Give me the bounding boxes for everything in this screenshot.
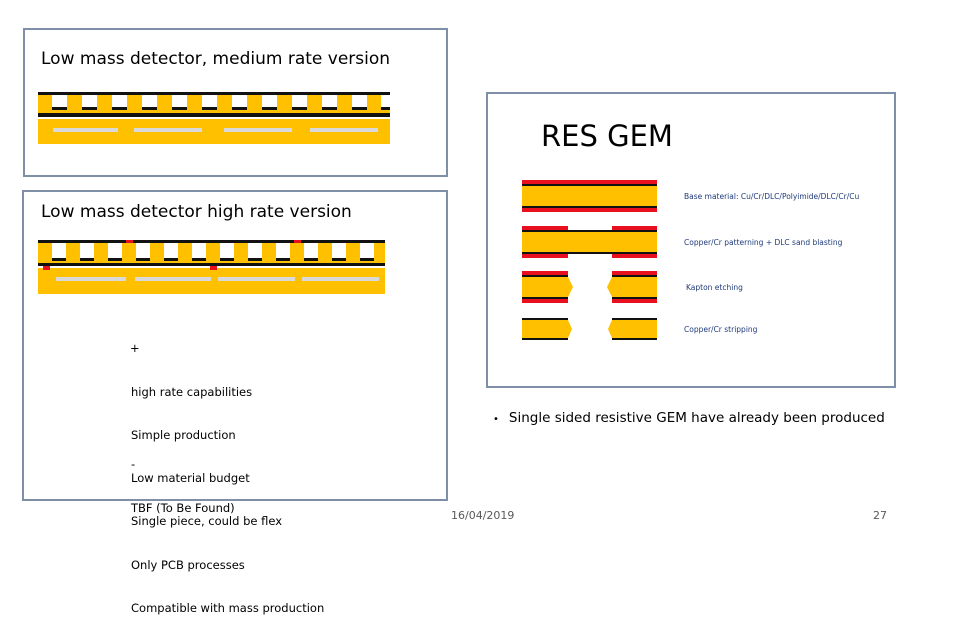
page-number: 27 — [873, 509, 887, 522]
pros-item: Low material budget — [131, 471, 250, 486]
slide-date: 16/04/2019 — [451, 509, 515, 522]
res-gem-title: RES GEM — [541, 119, 673, 153]
cons-list: TBF (To Be Found) — [131, 472, 235, 530]
pros-item: high rate capabilities — [131, 384, 253, 399]
top-resistive-layer — [38, 240, 385, 243]
top-resistive-layer — [38, 92, 390, 95]
pros-plus-sign: + — [130, 341, 140, 355]
high-rate-detector-cross-section — [38, 240, 385, 294]
step-label-3: Kapton etching — [686, 283, 743, 292]
high-rate-title: Low mass detector high rate version — [41, 202, 352, 222]
pros-item: Compatible with mass production — [131, 600, 325, 615]
high-rate-detector-layers — [38, 240, 385, 294]
mid-resistive-layer — [38, 113, 390, 117]
bullet-icon: • — [493, 414, 499, 425]
step-label-1: Base material: Cu/Cr/DLC/Polyimide/DLC/C… — [684, 192, 860, 201]
step-label-2: Copper/Cr patterning + DLC sand blasting — [684, 238, 843, 247]
res-gem-process-diagram — [522, 180, 657, 340]
step-label-4: Copper/Cr stripping — [684, 325, 758, 334]
bullet-point: • Single sided resistive GEM have already… — [493, 410, 885, 426]
separator-line — [38, 117, 390, 119]
pillar-gaps — [52, 95, 390, 110]
step-2-patterning — [522, 226, 657, 258]
medium-rate-detector-layers — [38, 92, 390, 144]
cons-minus-sign: - — [131, 457, 136, 471]
step-3-kapton-etching — [522, 271, 657, 303]
medium-rate-title: Low mass detector, medium rate version — [41, 49, 391, 69]
pros-item: Simple production — [131, 428, 236, 443]
cons-item: TBF (To Be Found) — [131, 500, 235, 515]
step-1-base-material — [522, 180, 657, 212]
pros-item: Only PCB processes — [131, 557, 245, 572]
medium-rate-detector-cross-section — [38, 92, 390, 144]
pillar-gaps — [52, 243, 374, 261]
bullet-text: Single sided resistive GEM have already … — [508, 410, 885, 426]
readout-strips — [56, 277, 379, 281]
step-4-copper-stripping — [522, 318, 657, 340]
readout-strips — [53, 128, 378, 132]
resistive-red-marks — [43, 240, 301, 270]
mid-resistive-layer — [38, 263, 385, 266]
pros-item: Single piece, could be flex — [131, 514, 283, 529]
